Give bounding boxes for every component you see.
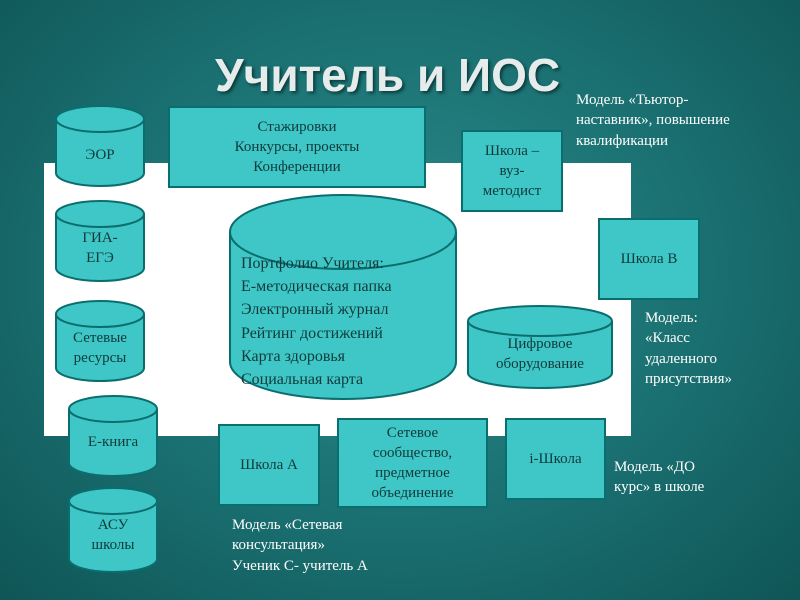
note-line: присутствия» bbox=[645, 370, 732, 387]
portfolio-line: Социальная карта bbox=[241, 370, 364, 388]
cylinder-asu: АСУ школы bbox=[68, 487, 158, 573]
page-title: Учитель и ИОС bbox=[215, 49, 561, 101]
cylinder-line: ЭОР bbox=[85, 147, 115, 163]
portfolio-line: Электронный журнал bbox=[241, 301, 389, 319]
note-network-consultation: Модель «Сетевая консультация» Ученик С- … bbox=[232, 515, 368, 576]
note-line: наставник», повышение bbox=[576, 112, 730, 129]
note-line: Модель «Тьютор- bbox=[576, 92, 689, 108]
note-line: квалификации bbox=[576, 132, 669, 149]
note-line: Модель «ДО bbox=[614, 459, 695, 475]
cylinder-shape bbox=[229, 194, 457, 400]
box-network-community: Сетевое сообщество, предметное объединен… bbox=[337, 418, 488, 508]
portfolio-line: Е-методическая папка bbox=[241, 278, 392, 296]
cylinder-line: школы bbox=[91, 537, 135, 554]
box-line: Стажировки bbox=[257, 118, 337, 135]
note-do-course: Модель «ДО курс» в школе bbox=[614, 457, 704, 498]
box-school-a: Школа А bbox=[218, 424, 320, 506]
box-line: Сетевое bbox=[386, 424, 439, 441]
box-line: предметное bbox=[375, 465, 450, 481]
note-remote-class: Модель: «Класс удаленного присутствия» bbox=[645, 308, 732, 389]
box-internships: Стажировки Конкурсы, проекты Конференции bbox=[168, 106, 426, 188]
box-line: объединение bbox=[371, 485, 454, 502]
cylinder-line: АСУ bbox=[97, 517, 129, 533]
cylinder-gia-ege: ГИА- ЕГЭ bbox=[55, 200, 145, 282]
cylinder-shape bbox=[68, 395, 158, 477]
cylinder-eor: ЭОР bbox=[55, 105, 145, 187]
box-line: Конференции bbox=[253, 159, 341, 176]
cylinder-shape bbox=[55, 105, 145, 187]
box-school-university: Школа – вуз- методист bbox=[461, 130, 563, 212]
cylinder-line: ресурсы bbox=[73, 350, 127, 367]
note-line: удаленного bbox=[645, 350, 717, 367]
cylinder-teacher-portfolio: Портфолио Учителя: Е-методическая папка … bbox=[229, 194, 457, 400]
box-line: сообщество, bbox=[372, 444, 453, 461]
box-line: i-Школа bbox=[529, 450, 582, 467]
box-line: Школа – bbox=[484, 142, 540, 159]
note-tutor-model: Модель «Тьютор- наставник», повышение кв… bbox=[576, 90, 730, 151]
cylinder-shape bbox=[467, 305, 613, 389]
cylinder-digital-equipment: Цифровое оборудование bbox=[467, 305, 613, 389]
box-line: Школа В bbox=[620, 250, 678, 267]
cylinder-line: оборудование bbox=[496, 356, 584, 373]
box-line: методист bbox=[482, 183, 542, 200]
cylinder-shape bbox=[55, 200, 145, 282]
cylinder-line: Е-книга bbox=[87, 434, 139, 450]
note-line: Модель «Сетевая bbox=[232, 517, 343, 533]
cylinder-line: ЕГЭ bbox=[86, 250, 114, 267]
portfolio-line: Карта здоровья bbox=[241, 347, 346, 365]
cylinder-line: ГИА- bbox=[82, 230, 118, 246]
box-line: Конкурсы, проекты bbox=[234, 138, 360, 155]
note-line: консультация» bbox=[232, 537, 325, 554]
note-line: «Класс bbox=[645, 330, 690, 347]
cylinder-shape bbox=[68, 487, 158, 573]
portfolio-line: Портфолио Учителя: bbox=[241, 255, 384, 272]
box-school-b: Школа В bbox=[598, 218, 700, 300]
portfolio-line: Рейтинг достижений bbox=[241, 324, 383, 342]
box-i-school: i-Школа bbox=[505, 418, 606, 500]
cylinder-shape bbox=[55, 300, 145, 382]
note-line: Ученик С- учитель А bbox=[232, 557, 368, 574]
cylinder-line: Цифровое bbox=[507, 336, 573, 352]
cylinder-network-resources: Сетевые ресурсы bbox=[55, 300, 145, 382]
note-line: Модель: bbox=[645, 310, 698, 326]
cylinder-ebook: Е-книга bbox=[68, 395, 158, 477]
box-line: Школа А bbox=[240, 456, 298, 473]
box-line: вуз- bbox=[499, 162, 525, 179]
note-line: курс» в школе bbox=[614, 479, 705, 496]
cylinder-line: Сетевые bbox=[73, 330, 127, 346]
